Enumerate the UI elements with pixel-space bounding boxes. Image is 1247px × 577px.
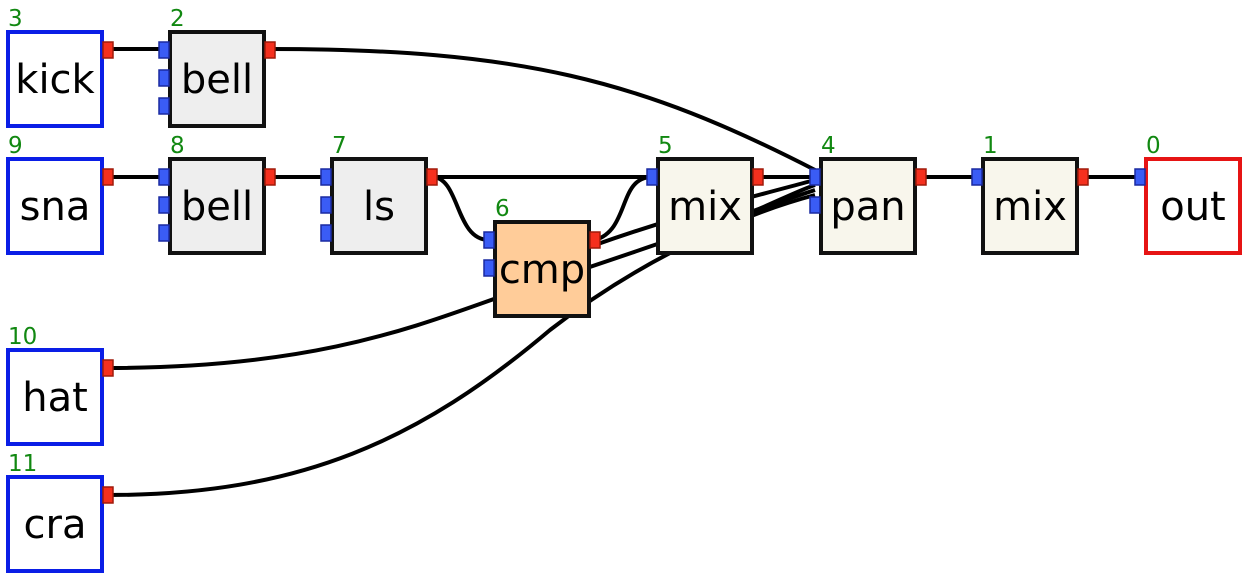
output-port[interactable] — [102, 486, 114, 504]
wire-n6-to-n5 — [594, 175, 653, 242]
input-port[interactable] — [320, 196, 332, 214]
input-port[interactable] — [483, 259, 495, 277]
node-box[interactable] — [6, 348, 104, 446]
output-port[interactable] — [426, 168, 438, 186]
node-id-label: 8 — [170, 133, 185, 159]
node-bell-8[interactable]: 8 bell — [158, 133, 276, 255]
input-port[interactable] — [158, 41, 170, 59]
node-id-label: 10 — [8, 324, 37, 350]
input-port[interactable] — [483, 231, 495, 249]
input-port[interactable] — [320, 168, 332, 186]
node-box[interactable] — [330, 157, 428, 255]
node-cra-11[interactable]: 11 cra — [6, 451, 114, 573]
output-port[interactable] — [589, 231, 601, 249]
node-box[interactable] — [656, 157, 754, 255]
node-sna-9[interactable]: 9 sna — [6, 133, 114, 255]
input-port[interactable] — [809, 168, 821, 186]
node-label: sna — [20, 184, 91, 230]
output-port[interactable] — [102, 168, 114, 186]
input-port[interactable] — [809, 196, 821, 214]
node-label: kick — [15, 57, 95, 103]
node-box[interactable] — [6, 30, 104, 128]
node-mix-1[interactable]: 1 mix — [971, 133, 1089, 255]
node-box[interactable] — [981, 157, 1079, 255]
wire-n7-to-n6 — [431, 175, 490, 242]
node-box[interactable] — [493, 220, 591, 318]
input-port[interactable] — [158, 168, 170, 186]
output-port[interactable] — [915, 168, 927, 186]
graph-nodes: 3 kick 2 bell 9 sna 8 bell 7 ls 6 cmp 5 mix 4 pan 1 mix 0 o… — [6, 6, 1242, 573]
node-id-label: 0 — [1146, 133, 1161, 159]
node-label: cmp — [499, 247, 585, 293]
output-port[interactable] — [752, 168, 764, 186]
node-label: mix — [668, 184, 742, 230]
input-port[interactable] — [646, 168, 658, 186]
input-port[interactable] — [320, 224, 332, 242]
node-label: bell — [181, 184, 253, 230]
node-id-label: 7 — [332, 133, 347, 159]
node-label: bell — [181, 57, 253, 103]
node-id-label: 5 — [658, 133, 673, 159]
output-port[interactable] — [1077, 168, 1089, 186]
output-port[interactable] — [264, 168, 276, 186]
node-label: mix — [993, 184, 1067, 230]
node-mix-5[interactable]: 5 mix — [646, 133, 764, 255]
input-port[interactable] — [158, 196, 170, 214]
node-pan-4[interactable]: 4 pan — [809, 133, 927, 255]
wire-n2-to-n4 — [269, 47, 816, 172]
node-label: ls — [363, 184, 395, 230]
node-box[interactable] — [6, 475, 104, 573]
node-id-label: 4 — [821, 133, 836, 159]
output-port[interactable] — [264, 41, 276, 59]
node-box[interactable] — [168, 157, 266, 255]
node-label: cra — [24, 502, 87, 548]
node-out-0[interactable]: 0 out — [1134, 133, 1242, 255]
node-id-label: 1 — [983, 133, 998, 159]
node-cmp-6[interactable]: 6 cmp — [483, 196, 601, 318]
input-port[interactable] — [971, 168, 983, 186]
node-label: out — [1160, 184, 1226, 230]
node-id-label: 11 — [8, 451, 37, 477]
node-label: hat — [22, 375, 88, 421]
input-port[interactable] — [158, 224, 170, 242]
node-label: pan — [830, 184, 905, 230]
node-box[interactable] — [6, 157, 104, 255]
node-kick-3[interactable]: 3 kick — [6, 6, 114, 128]
output-port[interactable] — [102, 41, 114, 59]
node-bell-2[interactable]: 2 bell — [158, 6, 276, 128]
node-box[interactable] — [819, 157, 917, 255]
node-box[interactable] — [168, 30, 266, 128]
node-id-label: 2 — [170, 6, 185, 32]
node-id-label: 3 — [8, 6, 23, 32]
node-id-label: 9 — [8, 133, 23, 159]
node-ls-7[interactable]: 7 ls — [320, 133, 438, 255]
node-box[interactable] — [1144, 157, 1242, 255]
output-port[interactable] — [102, 359, 114, 377]
node-id-label: 6 — [495, 196, 510, 222]
input-port[interactable] — [158, 69, 170, 87]
input-port[interactable] — [1134, 168, 1146, 186]
input-port[interactable] — [158, 97, 170, 115]
node-hat-10[interactable]: 10 hat — [6, 324, 114, 446]
